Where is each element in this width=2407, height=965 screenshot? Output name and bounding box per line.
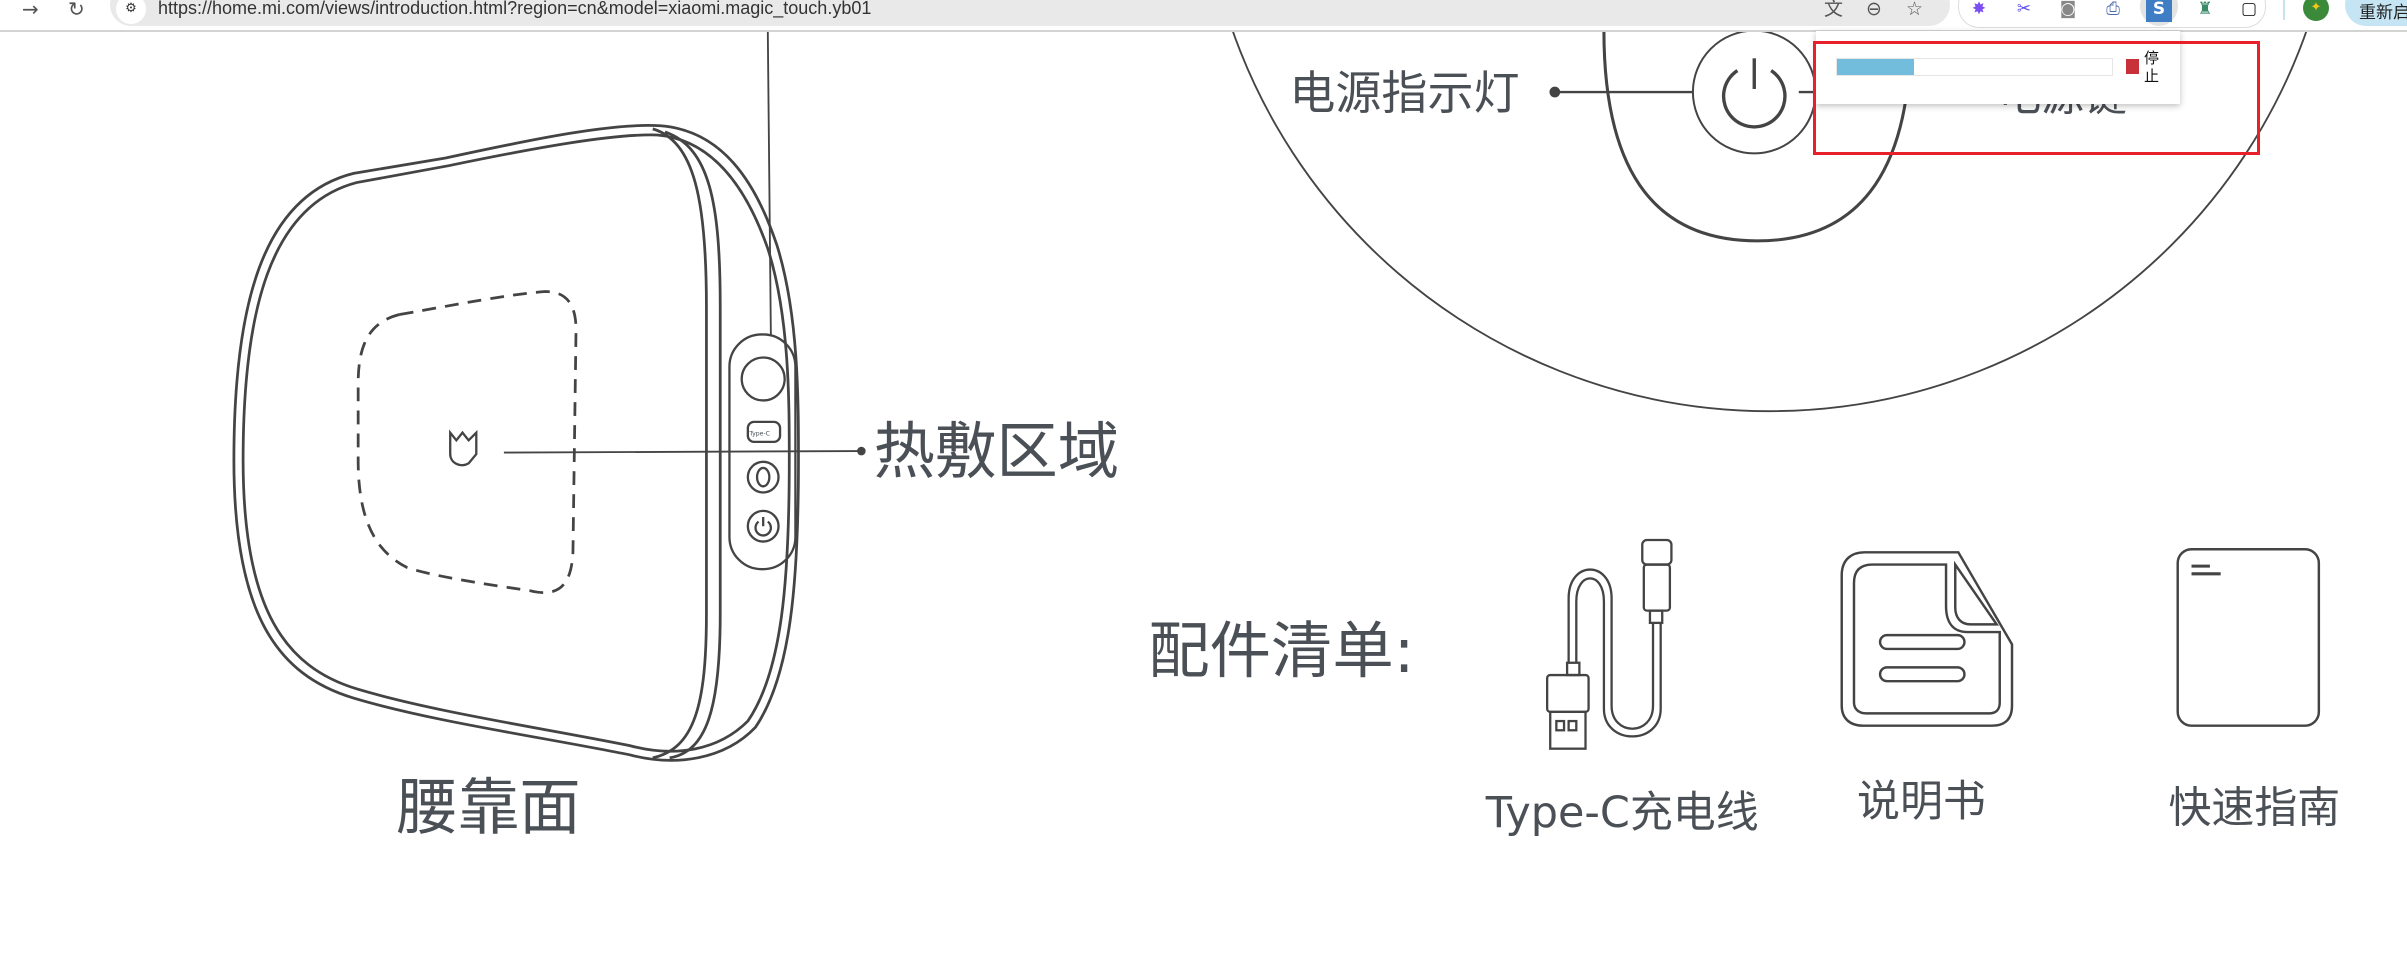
typec-cable-icon — [1546, 538, 1673, 750]
puzzle-extension-icon[interactable]: ▢ — [2240, 0, 2258, 19]
accessory-label: Type-C充电线 — [1485, 788, 1759, 838]
typec-mark: Type-C — [748, 431, 770, 438]
star-icon[interactable]: ☆ — [1906, 0, 1924, 20]
progress-bar — [1836, 58, 2113, 76]
highlight-box — [1813, 41, 2260, 155]
stop-icon[interactable] — [2126, 59, 2139, 74]
translate-icon[interactable]: 文 — [1824, 0, 1844, 20]
power-button-outline — [1691, 29, 1817, 155]
relaunch-label: 重新启动 — [2359, 3, 2407, 23]
browser-toolbar: → ↻ ⚙ https://home.mi.com/views/introduc… — [0, 0, 2407, 32]
accessory-label: 说明书 — [1857, 777, 1986, 827]
progress-fill — [1837, 59, 1914, 75]
panel-power-button — [746, 509, 780, 543]
s-extension-icon[interactable]: S — [2146, 0, 2172, 22]
address-bar[interactable]: ⚙ https://home.mi.com/views/introduction… — [110, 0, 1950, 26]
button-panel — [728, 333, 797, 571]
quick-guide-icon — [2176, 548, 2321, 727]
gear-extension-icon[interactable]: ✸ — [1971, 0, 1987, 19]
accessories-title: 配件清单: — [1148, 616, 1414, 687]
heat-zone-outline — [356, 290, 578, 594]
site-info-icon[interactable]: ⚙ — [116, 0, 146, 24]
profile-avatar[interactable]: ✦ — [2303, 0, 2329, 21]
power-key-leader — [766, 30, 772, 335]
waist-side-label: 腰靠面 — [397, 772, 581, 843]
power-icon — [1721, 58, 1787, 129]
heat-pad-device — [232, 124, 800, 762]
reload-icon[interactable]: ↻ — [68, 0, 85, 21]
mijia-logo-icon — [449, 429, 478, 467]
heat-zone-dot — [857, 446, 866, 456]
nfc-icon — [740, 356, 786, 402]
power-detail-circle — [1221, 0, 2318, 412]
stop-button[interactable]: 停止 — [2144, 49, 2160, 85]
accessory-label: 快速指南 — [2169, 783, 2341, 833]
heat-zone-leader — [503, 450, 860, 454]
printer-extension-icon[interactable]: ⎙ — [2106, 0, 2120, 19]
manual-icon — [1840, 551, 2014, 727]
typec-port — [746, 420, 782, 443]
url-text[interactable]: https://home.mi.com/views/introduction.h… — [158, 0, 872, 18]
zoom-out-icon[interactable]: ⊖ — [1866, 0, 1882, 20]
toolbar-divider — [2283, 0, 2285, 20]
indicator-dot — [1549, 86, 1561, 98]
scissors-extension-icon[interactable]: ✂ — [2016, 0, 2032, 19]
power-detail-body — [1602, 30, 1913, 243]
doll-extension-icon[interactable]: ♜ — [2197, 0, 2213, 19]
mode-button — [746, 460, 780, 494]
relaunch-button[interactable]: 重新启动 — [2345, 0, 2407, 26]
back-icon[interactable]: → — [22, 0, 39, 21]
camera-extension-icon[interactable]: ◙ — [2059, 0, 2077, 19]
power-indicator-label: 电源指示灯 — [1289, 66, 1519, 120]
extensions-bar — [1958, 0, 2266, 28]
heat-zone-label: 热敷区域 — [874, 417, 1119, 488]
